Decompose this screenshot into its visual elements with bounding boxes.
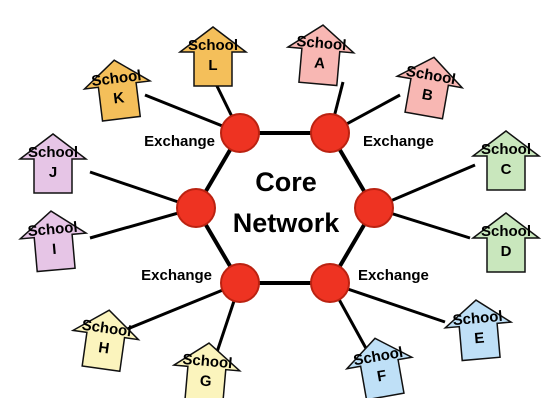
school-b-house xyxy=(394,56,465,120)
school-l-name: School xyxy=(188,37,238,54)
school-d: School D xyxy=(470,212,542,273)
school-a: School A xyxy=(285,24,356,87)
school-c-letter: C xyxy=(501,161,512,178)
school-b: School B xyxy=(394,56,465,120)
school-l: School L xyxy=(177,26,249,87)
school-a-name: School xyxy=(296,33,347,54)
exchange-node-bottom-left xyxy=(220,263,260,303)
exchange-label-top-left: Exchange xyxy=(144,133,215,150)
school-k-letter: K xyxy=(112,89,125,107)
exchange-label-top-right: Exchange xyxy=(363,133,434,150)
school-i-letter: I xyxy=(52,241,58,258)
exchange-node-top-left xyxy=(220,113,260,153)
school-g-name: School xyxy=(182,351,233,372)
school-j-house xyxy=(17,133,89,194)
school-i: School I xyxy=(18,210,89,273)
school-f-house xyxy=(344,337,415,398)
school-g-letter: G xyxy=(199,372,212,390)
link-school-e xyxy=(329,281,446,324)
school-e-house xyxy=(443,299,514,362)
school-c-name: School xyxy=(481,141,531,158)
school-h-name: School xyxy=(81,317,133,341)
school-a-letter: A xyxy=(314,55,326,73)
exchange-node-bottom-right xyxy=(310,263,350,303)
school-h-letter: H xyxy=(97,339,110,357)
school-k-name: School xyxy=(91,67,143,90)
school-k: School K xyxy=(82,59,153,122)
school-d-letter: D xyxy=(501,243,512,260)
school-e-name: School xyxy=(452,308,503,329)
school-g: School G xyxy=(171,342,242,398)
exchange-label-bottom-right: Exchange xyxy=(358,267,429,284)
school-g-house xyxy=(171,342,242,398)
exchange-node-left xyxy=(176,188,216,228)
school-j-name: School xyxy=(28,144,78,161)
core-label-line2: Network xyxy=(233,208,341,238)
school-j-letter: J xyxy=(49,164,57,181)
school-h: School H xyxy=(70,309,141,373)
school-a-house xyxy=(285,24,356,87)
school-i-house xyxy=(18,210,89,273)
core-label-line1: Core xyxy=(255,167,317,197)
school-c-house xyxy=(470,130,542,191)
school-l-house xyxy=(177,26,249,87)
exchange-nodes xyxy=(176,113,394,303)
school-f: School F xyxy=(344,337,415,398)
school-l-letter: L xyxy=(208,57,217,74)
exchange-node-top-right xyxy=(310,113,350,153)
school-e: School E xyxy=(443,299,514,362)
school-d-name: School xyxy=(481,223,531,240)
school-k-house xyxy=(82,59,153,122)
school-h-house xyxy=(70,309,141,373)
school-i-name: School xyxy=(27,219,78,240)
link-school-h xyxy=(119,281,241,334)
school-c: School C xyxy=(470,130,542,191)
school-j: School J xyxy=(17,133,89,194)
school-e-letter: E xyxy=(474,330,485,348)
school-d-house xyxy=(470,212,542,273)
school-f-letter: F xyxy=(376,367,388,385)
exchange-label-bottom-left: Exchange xyxy=(141,267,212,284)
school-b-letter: B xyxy=(420,86,434,105)
exchange-node-right xyxy=(354,188,394,228)
